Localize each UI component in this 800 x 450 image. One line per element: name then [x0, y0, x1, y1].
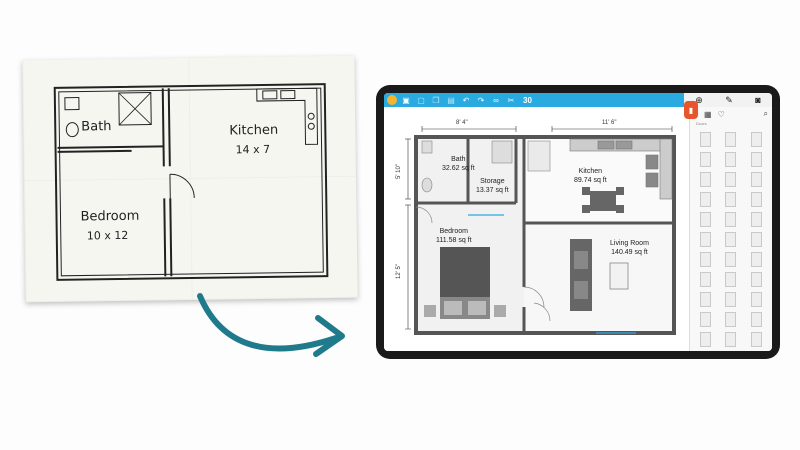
room-name: Storage	[480, 178, 505, 185]
dimension-left-bottom: 12' 5"	[396, 264, 402, 279]
copy-icon[interactable]: ❐	[432, 95, 440, 105]
room-area: 89.74 sq ft	[574, 177, 607, 184]
door-thumbnail[interactable]	[721, 170, 740, 187]
door-thumbnail[interactable]	[696, 170, 715, 187]
door-thumbnail[interactable]	[747, 310, 766, 327]
door-thumbnail[interactable]	[721, 310, 740, 327]
room-area: 111.58 sq ft	[436, 237, 472, 244]
door-thumbnail[interactable]	[721, 250, 740, 267]
door-thumbnail[interactable]	[696, 250, 715, 267]
door-thumbnail[interactable]	[721, 230, 740, 247]
camera-icon[interactable]: ◙	[755, 95, 761, 105]
door-thumbnail[interactable]	[721, 330, 740, 347]
door-thumbnail[interactable]	[696, 310, 715, 327]
door-thumbnail[interactable]	[696, 130, 715, 147]
floorplan-canvas[interactable]: 8' 4" 11' 6" 5' 10" 12' 5" Bath 32.62 sq…	[384, 107, 689, 351]
room-name: Living Room	[610, 240, 649, 247]
door-thumbnail[interactable]	[747, 330, 766, 347]
grid-icon[interactable]: ▦	[704, 109, 712, 119]
redo-icon[interactable]: ↷	[477, 95, 485, 105]
door-thumbnail[interactable]	[747, 290, 766, 307]
room-area: 140.49 sq ft	[611, 249, 648, 256]
paste-icon[interactable]: ▤	[447, 95, 455, 105]
door-thumbnail[interactable]	[696, 230, 715, 247]
room-name: Kitchen	[578, 168, 603, 175]
door-thumbnail[interactable]	[696, 150, 715, 167]
dimension-top-left: 8' 4"	[456, 120, 468, 126]
door-thumbnail[interactable]	[747, 270, 766, 287]
link-icon[interactable]: ∞	[493, 95, 499, 105]
door-thumbnail[interactable]	[721, 130, 740, 147]
door-thumbnail[interactable]	[747, 250, 766, 267]
room-label-storage[interactable]: Storage 13.37 sq ft	[476, 177, 509, 195]
door-thumbnail[interactable]	[696, 190, 715, 207]
tablet-device: ▣ ▢ ❐ ▤ ↶ ↷ ∞ ✂ 30 ⊕ ✎ ◙	[376, 85, 780, 359]
heart-icon[interactable]: ♡	[717, 109, 725, 119]
sketch-floorplan	[53, 83, 329, 281]
room-label-bedroom[interactable]: Bedroom 111.58 sq ft	[436, 227, 472, 245]
door-thumbnail[interactable]	[721, 270, 740, 287]
floorplan-drawing	[405, 126, 676, 335]
delete-icon[interactable]: ▮	[684, 101, 698, 119]
room-label-bath[interactable]: Bath 32.62 sq ft	[442, 155, 475, 173]
add-icon[interactable]: ⊕	[695, 94, 703, 105]
door-thumbnail[interactable]	[721, 290, 740, 307]
room-area: 13.37 sq ft	[476, 187, 509, 194]
room-area: 32.62 sq ft	[442, 165, 475, 172]
door-thumbnail[interactable]	[721, 210, 740, 227]
search-icon[interactable]: ⌕	[763, 109, 768, 118]
door-thumbnail[interactable]	[696, 330, 715, 347]
door-thumbnail[interactable]	[696, 210, 715, 227]
panel-tabs: ▦ ♡ ⌕	[690, 107, 772, 121]
door-thumbnail[interactable]	[747, 130, 766, 147]
door-thumbnail[interactable]	[747, 170, 766, 187]
dimension-left-top: 5' 10"	[396, 164, 402, 179]
pencil-icon[interactable]: ✎	[725, 94, 733, 105]
top-toolbar: ▣ ▢ ❐ ▤ ↶ ↷ ∞ ✂ 30	[384, 93, 772, 107]
logo-icon[interactable]	[387, 95, 397, 105]
door-thumbnail[interactable]	[747, 230, 766, 247]
door-thumbnail[interactable]	[721, 150, 740, 167]
room-name: Bedroom	[439, 228, 468, 235]
door-thumbnail[interactable]	[721, 190, 740, 207]
library-panel: ▦ ♡ ⌕ Doors	[689, 107, 772, 351]
folder-icon[interactable]: ▢	[417, 95, 425, 105]
app-screen: ▣ ▢ ❐ ▤ ↶ ↷ ∞ ✂ 30 ⊕ ✎ ◙	[384, 93, 772, 351]
panel-category: Doors	[696, 121, 707, 126]
door-thumbnail[interactable]	[747, 210, 766, 227]
door-thumbnail[interactable]	[696, 270, 715, 287]
door-thumbnail[interactable]	[696, 290, 715, 307]
dimension-top-right: 11' 6"	[602, 120, 617, 126]
toolbar-count: 30	[523, 95, 532, 105]
door-thumbnail[interactable]	[747, 150, 766, 167]
room-label-kitchen[interactable]: Kitchen 89.74 sq ft	[574, 167, 607, 185]
undo-icon[interactable]: ↶	[462, 95, 470, 105]
door-thumbnail[interactable]	[747, 190, 766, 207]
room-label-living-room[interactable]: Living Room 140.49 sq ft	[610, 239, 649, 257]
right-toolbar: ⊕ ✎ ◙	[684, 93, 772, 107]
door-thumbnails	[690, 127, 772, 349]
cut-icon[interactable]: ✂	[507, 95, 515, 105]
room-name: Bath	[451, 156, 466, 163]
save-icon[interactable]: ▣	[402, 95, 410, 105]
paper-sketch: Bath Kitchen 14 x 7 Bedroom 10 x 12	[22, 55, 358, 303]
